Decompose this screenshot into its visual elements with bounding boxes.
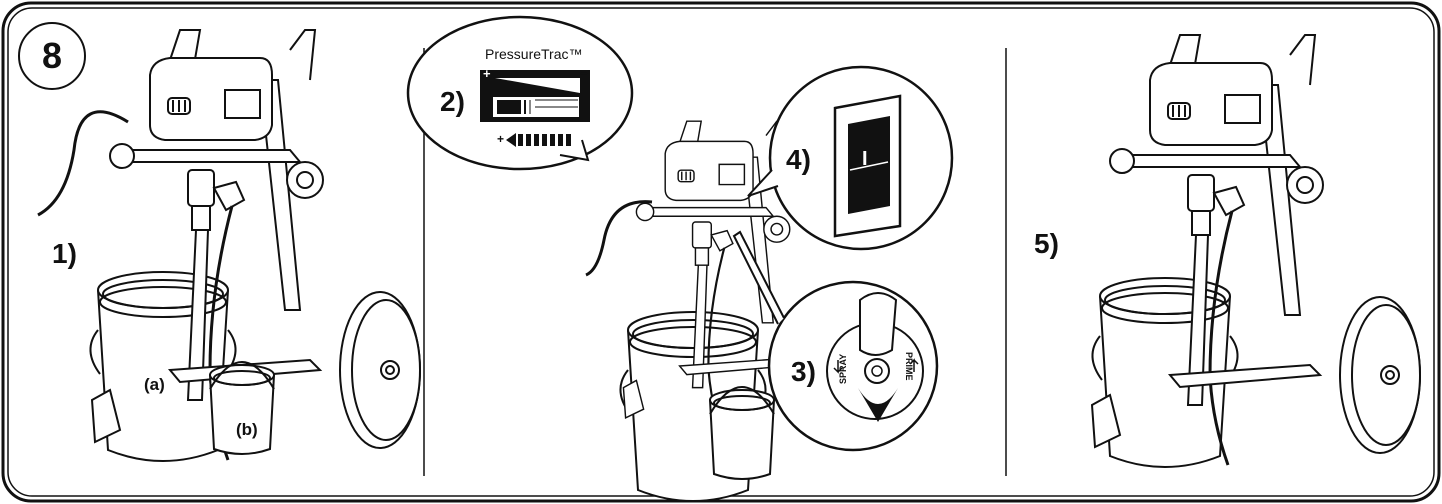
- step-3-label: 3): [791, 356, 816, 388]
- pressure-arrow-plus: +: [497, 132, 504, 146]
- panel-2-drawing: SPRAY PRIME: [408, 17, 952, 501]
- pail-b-label: (b): [236, 420, 258, 440]
- spray-mark: SPRAY: [838, 354, 848, 384]
- step-2-label: 2): [440, 86, 465, 118]
- panel-3-drawing: [1092, 35, 1420, 467]
- bucket-a-label: (a): [144, 375, 165, 395]
- waste-pail-2: [710, 387, 774, 479]
- figure-number-badge: 8: [18, 22, 86, 90]
- pressure-minus: −: [580, 66, 588, 81]
- panel-1-drawing: [38, 30, 420, 461]
- pressuretrac-title: PressureTrac™: [485, 46, 583, 62]
- step-1-label: 1): [52, 238, 77, 270]
- prime-mark: PRIME: [904, 352, 914, 381]
- pressure-plus: +: [483, 66, 491, 81]
- waste-pail-b: [210, 362, 274, 454]
- step-5-label: 5): [1034, 228, 1059, 260]
- switch-on-mark: I: [862, 148, 868, 171]
- pressure-arrow-icon: [506, 133, 571, 147]
- rocker-switch-icon: [848, 116, 890, 214]
- valve-handle: [860, 293, 896, 355]
- step-4-label: 4): [786, 144, 811, 176]
